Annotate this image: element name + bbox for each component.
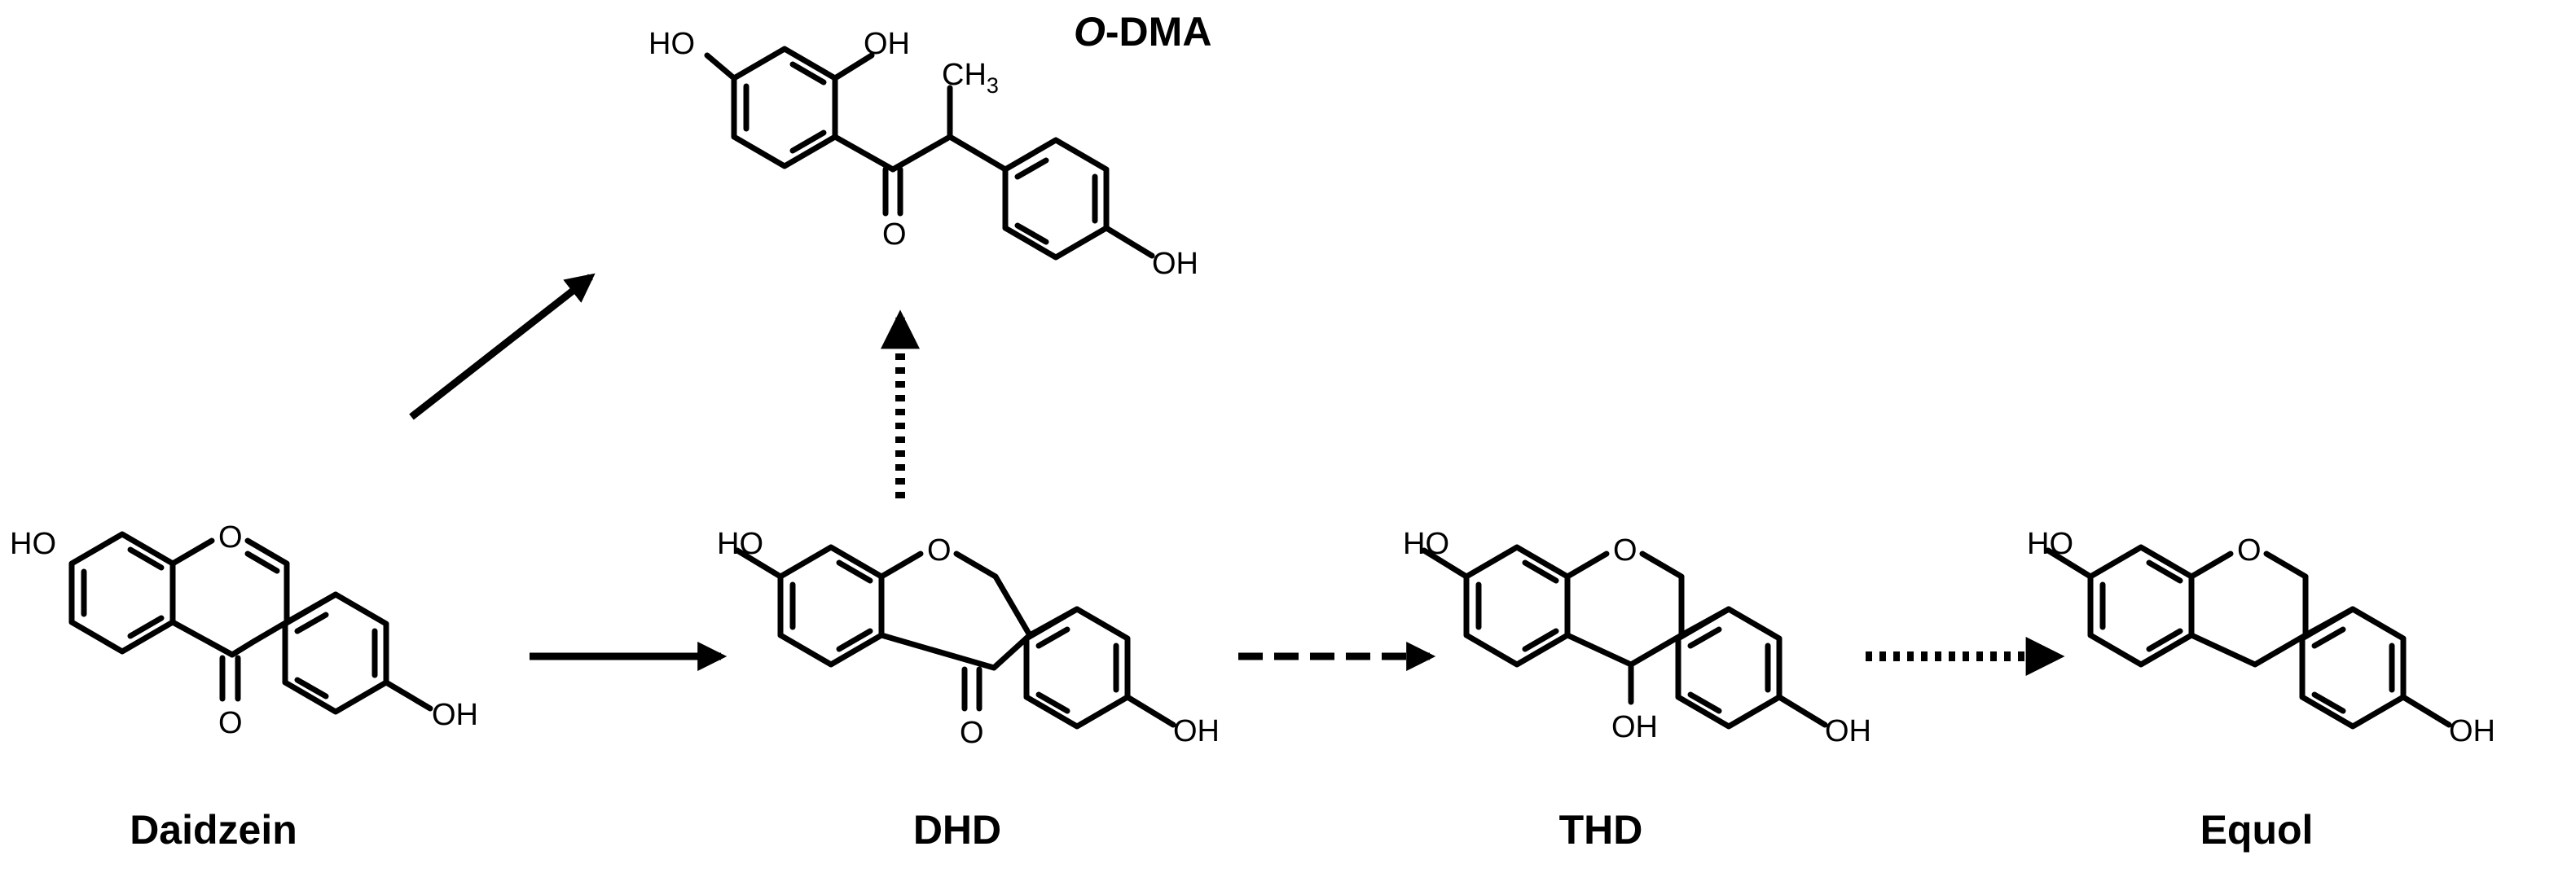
equol-structure: HO O OH — [2027, 527, 2495, 748]
dhd-label: DHD — [913, 807, 1001, 853]
odma-label-italic: O — [1074, 9, 1106, 55]
odma-carbonyl-o-label: O — [882, 217, 907, 252]
odma-label-rest: -DMA — [1106, 9, 1212, 55]
odma-2-oh-label: OH — [864, 27, 910, 61]
dhd-ho-label: HO — [717, 527, 763, 561]
equol-oh-label: OH — [2449, 714, 2495, 748]
odma-ch3-label: CH3 — [942, 58, 999, 98]
daidzein-structure: HO O O OH — [10, 520, 478, 740]
daidzein-oh-label: OH — [432, 698, 478, 732]
dhd-structure: HO O O OH — [717, 527, 1220, 750]
equol-ho-label: HO — [2027, 527, 2073, 561]
daidzein-ring-o-label: O — [218, 520, 243, 555]
odma-ch-text: CH — [942, 58, 987, 92]
odma-oh-label: OH — [1152, 247, 1198, 281]
equol-label: Equol — [2200, 807, 2314, 853]
thd-ring-o-label: O — [1613, 533, 1637, 568]
daidzein-ho-label: HO — [10, 527, 56, 561]
equol-ring-o-label: O — [2237, 533, 2262, 568]
thd-structure: HO O OH OH — [1403, 527, 1871, 748]
daidzein-label: Daidzein — [130, 807, 297, 853]
daidzein-carbonyl-o-label: O — [218, 706, 243, 740]
dhd-ring-o-label: O — [927, 533, 952, 568]
odma-ho-label: HO — [648, 27, 695, 61]
dhd-oh-label: OH — [1173, 714, 1220, 748]
dhd-carbonyl-o-label: O — [960, 716, 984, 750]
odma-label: O-DMA — [1074, 9, 1211, 55]
thd-ho-label: HO — [1403, 527, 1449, 561]
thd-4-oh-label: OH — [1611, 710, 1658, 744]
arrow-daidzein-to-odma — [409, 273, 596, 420]
odma-structure: HO OH CH3 O OH — [648, 27, 1198, 281]
thd-oh-label: OH — [1825, 714, 1871, 748]
odma-ch3-subscript: 3 — [987, 73, 999, 98]
thd-label: THD — [1559, 807, 1643, 853]
